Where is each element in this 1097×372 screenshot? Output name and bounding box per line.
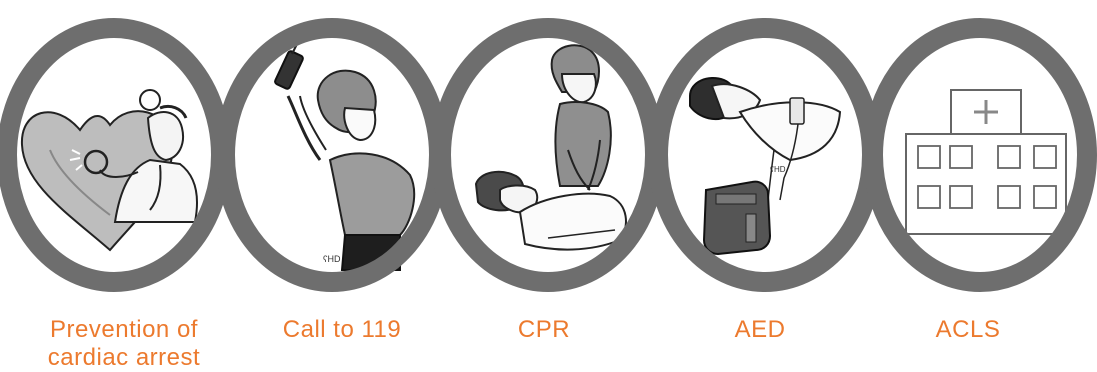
hospital-icon <box>906 90 1066 234</box>
label-line: cardiac arrest <box>44 344 204 372</box>
label-line: Call to 119 <box>262 316 422 344</box>
label-line: ACLS <box>898 316 1038 344</box>
chain-ring-2 <box>225 28 439 282</box>
link-label-aed: AED <box>690 316 830 344</box>
link-label-prevention: Prevention of cardiac arrest <box>44 316 204 372</box>
label-line: AED <box>690 316 830 344</box>
link-label-call: Call to 119 <box>262 316 422 344</box>
phone-call-illustration: ʕHD <box>274 38 414 270</box>
chain-of-survival: ʕHD ʕHD <box>0 0 1097 310</box>
cpr-illustration <box>476 45 626 249</box>
link-label-acls: ACLS <box>898 316 1038 344</box>
svg-text:ʕHD: ʕHD <box>323 254 341 264</box>
link-label-cpr: CPR <box>474 316 614 344</box>
svg-text:ʕHD: ʕHD <box>770 165 786 174</box>
label-line: Prevention of <box>44 316 204 344</box>
label-line: CPR <box>474 316 614 344</box>
heart-doctor-illustration <box>22 90 197 250</box>
aed-illustration: ʕHD <box>690 78 840 254</box>
